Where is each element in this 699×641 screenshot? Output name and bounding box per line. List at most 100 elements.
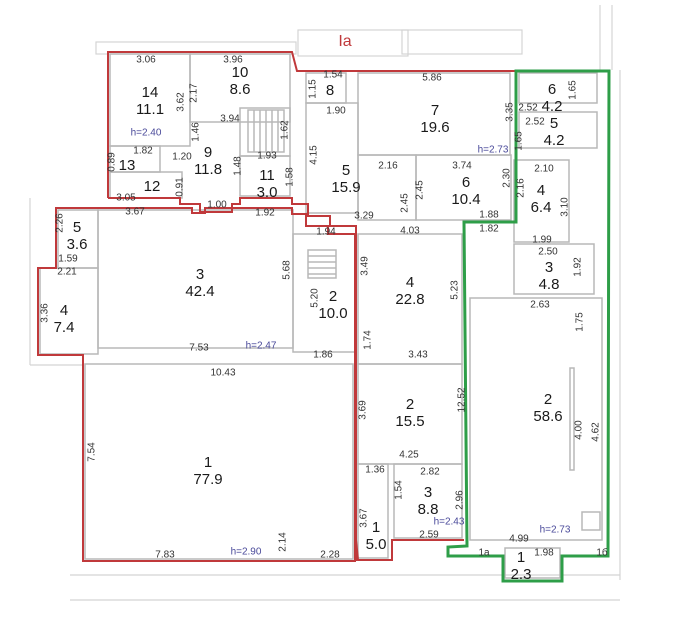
dimension-label: 1.00 (207, 200, 227, 211)
ceiling-height-labels: h=2.40h=2.73h=2.47h=2.43h=2.90h=2.73 (131, 128, 571, 558)
room-number: 5 (73, 219, 81, 236)
dimension-label: 1.58 (285, 167, 296, 187)
room-area: 3.6 (67, 236, 88, 253)
room-label: 515.9 (331, 162, 360, 196)
room-label: 422.8 (395, 274, 424, 308)
dimension-label: 2.17 (189, 83, 200, 103)
room-area: 15.5 (395, 413, 424, 430)
dimension-label: 3.74 (452, 161, 472, 172)
room-area: 8.6 (230, 81, 251, 98)
room-number: 14 (142, 84, 159, 101)
dimension-label: 2.30 (502, 168, 513, 188)
room-area: 3.0 (257, 184, 278, 201)
room-label: 8 (326, 82, 334, 99)
dimension-label: 1.46 (191, 122, 202, 142)
room-label: 258.6 (533, 391, 562, 425)
dimension-label: 5.86 (422, 73, 442, 84)
dimension-label: 1.99 (532, 235, 552, 246)
dimension-label: 1.36 (365, 465, 385, 476)
green-zone-outline (446, 69, 611, 583)
dimension-label: 3.69 (358, 400, 369, 420)
room-area: 11.8 (194, 161, 222, 178)
dimension-label: 7.54 (87, 442, 98, 462)
dimension-label: 3.96 (223, 55, 243, 66)
room-area: 4.8 (539, 276, 560, 293)
dimension-label: 1б (596, 547, 608, 559)
ceiling-height-label: h=2.73 (540, 525, 571, 536)
room-area: 2.3 (511, 566, 532, 583)
dimension-label: 4.99 (509, 534, 529, 545)
dimension-label: 2.14 (278, 532, 289, 552)
ceiling-height-label: h=2.40 (131, 128, 162, 139)
dimension-label: 3.62 (176, 92, 187, 112)
dimension-label: 1.94 (316, 227, 336, 238)
dimension-label: 2.16 (516, 178, 527, 198)
dimension-label: 1.92 (573, 257, 584, 277)
dimension-label: 1.15 (308, 79, 319, 99)
dimension-label: 1.20 (172, 152, 192, 163)
dimension-label: 1.82 (133, 146, 153, 157)
dimension-label: 1a (478, 548, 490, 559)
dimension-label: 4.62 (591, 422, 602, 442)
room-label: 113.0 (257, 167, 278, 201)
dimension-label: 3.06 (136, 55, 156, 66)
room-label: 215.5 (395, 396, 424, 430)
room-area: 77.9 (193, 471, 222, 488)
room-label: 46.4 (531, 182, 552, 216)
room-label: 47.4 (54, 302, 75, 336)
room-label: 54.2 (544, 115, 565, 149)
ceiling-height-label: h=2.43 (434, 517, 465, 528)
dimension-label: 1.74 (363, 330, 374, 350)
dimension-label: 1.75 (575, 312, 586, 332)
room-number: 3 (424, 484, 432, 501)
room-number: 3 (196, 266, 204, 283)
room-label: 38.8 (418, 484, 439, 518)
dimension-label: 2.45 (415, 180, 426, 200)
dimension-label: 3.67 (359, 508, 370, 528)
dimension-label: 5.23 (450, 280, 461, 300)
room-area: 10.4 (451, 191, 480, 208)
red-zone-outline (37, 51, 515, 562)
dimension-label: 1.54 (323, 70, 343, 81)
dimension-label: 3.10 (560, 197, 571, 217)
room-area: 4.2 (544, 132, 565, 149)
dimension-label: 2.16 (378, 161, 398, 172)
dimension-label: 2.45 (400, 193, 411, 213)
room-label: 911.8 (194, 144, 222, 178)
room-area: 15.9 (331, 179, 360, 196)
room-number: 1 (517, 549, 525, 566)
dimension-label: 1.59 (58, 254, 78, 265)
dimension-label: 3.67 (125, 207, 145, 218)
dimension-label: 1.48 (233, 156, 244, 176)
dimension-label: 12.52 (457, 387, 468, 412)
room-number: 9 (204, 144, 212, 161)
dimension-label: 5.20 (310, 288, 321, 308)
room-area: 5.0 (366, 536, 387, 553)
room-number: 3 (545, 259, 553, 276)
room-area: 6.4 (531, 199, 552, 216)
room-number: 7 (431, 102, 439, 119)
dimension-label: 2.10 (534, 164, 554, 175)
dimension-label: 7.83 (155, 550, 175, 561)
room-number: 1 (204, 454, 212, 471)
dimension-label: 5.68 (282, 260, 293, 280)
room-number: 4 (60, 302, 68, 319)
dimension-label: 1.98 (534, 548, 554, 559)
room-number: 8 (326, 82, 334, 99)
room-label: 12 (144, 178, 161, 195)
dimension-label: 1.82 (479, 224, 499, 235)
dimension-label: 10.43 (210, 368, 235, 379)
room-area: 11.1 (136, 101, 164, 118)
room-label: 12.3 (511, 549, 532, 583)
interior-walls (39, 53, 603, 579)
dimension-label: 7.53 (189, 343, 209, 354)
dimension-label: 2.59 (419, 530, 439, 541)
stairs-icon (307, 249, 337, 279)
room-number: 6 (548, 81, 556, 98)
room-label: 177.9 (193, 454, 222, 488)
dimension-label: 1.65 (568, 80, 579, 100)
room-area: 7.4 (54, 319, 75, 336)
